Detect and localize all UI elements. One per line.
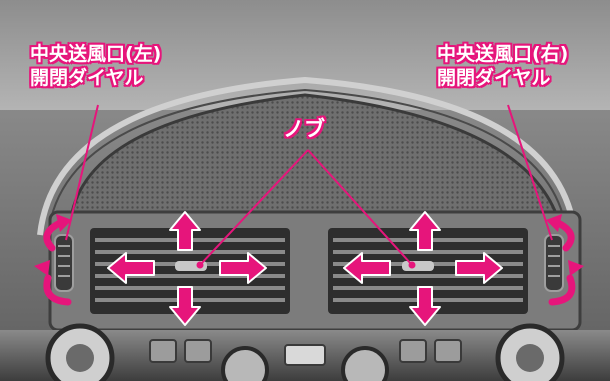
left-dial bbox=[54, 234, 74, 292]
speaker-grille bbox=[68, 93, 562, 237]
left-arrow-icon bbox=[343, 252, 391, 284]
right-vent-label-line1: 中央送風口(右) bbox=[437, 43, 569, 65]
center-left-knob bbox=[221, 346, 269, 381]
knob-label: ノブ bbox=[283, 117, 325, 141]
down-arrow-icon bbox=[409, 286, 441, 326]
leader-line-knob-right bbox=[307, 149, 413, 266]
left-vent-label-line2: 開閉ダイヤル bbox=[30, 67, 144, 89]
leader-line-knob-left bbox=[199, 149, 309, 266]
left-arrow-icon bbox=[107, 252, 155, 284]
right-arrow-icon bbox=[219, 252, 267, 284]
leader-line-right-dial bbox=[507, 104, 553, 241]
dashboard-top bbox=[0, 0, 610, 110]
up-arrow-icon bbox=[169, 211, 201, 251]
left-vent-dial-label: 中央送風口(左) 開閉ダイヤル bbox=[30, 42, 161, 90]
panel-button bbox=[399, 339, 427, 363]
right-dial bbox=[544, 234, 564, 292]
right-vent-dial-label: 中央送風口(右) 開閉ダイヤル bbox=[437, 42, 568, 90]
right-vent-knob bbox=[402, 261, 434, 271]
hood-rim-shadow bbox=[47, 88, 568, 236]
center-right-knob bbox=[341, 346, 389, 381]
right-arrow-icon bbox=[455, 252, 503, 284]
panel-button bbox=[434, 339, 462, 363]
left-vent-label-line1: 中央送風口(左) bbox=[30, 43, 162, 65]
up-arrow-icon bbox=[409, 211, 441, 251]
panel-button bbox=[184, 339, 212, 363]
down-arrow-icon bbox=[169, 286, 201, 326]
rotate-arrow-icon bbox=[548, 274, 576, 306]
right-vent-label-line2: 開閉ダイヤル bbox=[437, 67, 551, 89]
leader-line-left-dial bbox=[65, 104, 99, 241]
panel-button bbox=[149, 339, 177, 363]
center-display bbox=[284, 344, 326, 366]
rotate-arrow-icon bbox=[43, 274, 72, 306]
hood-rim bbox=[37, 76, 578, 236]
